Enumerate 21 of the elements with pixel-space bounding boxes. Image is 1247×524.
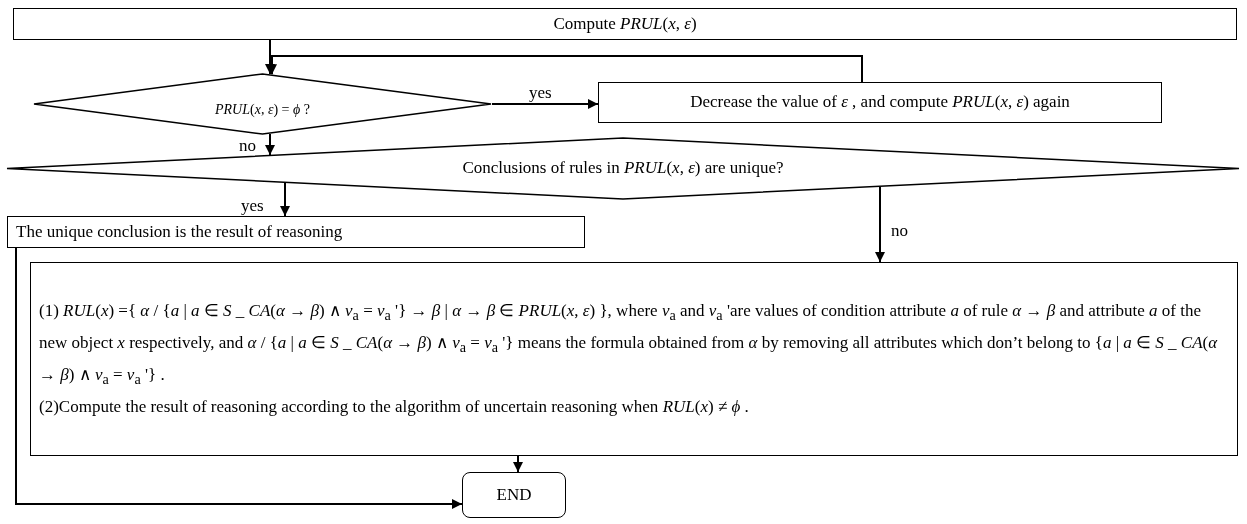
process-box [598,82,1162,123]
arrow [265,133,275,156]
arrow [513,455,523,473]
arrow [15,247,463,509]
process-text: Decrease the value of ε , and compute PRUL(x, ε) again [690,92,1070,113]
terminal-box [462,472,566,518]
process-text: Compute PRUL(x, ε) [553,13,697,35]
decision-diamond [33,73,492,135]
note-text: (1) RUL(x) ={ α / {a | a ∈ S _ CA(α → β) ∧ v$_{a}$ = v$_{a}$ '} → β | α → β ∈ PRUL(x, ε) }, where v$_{a}$ and v$_{a}$ 'are values of condition attribute a of rule α → β and attribute a of the new object x respectively, and α / {a | a ∈ S _ CA(α → β) ∧ v$_{a}$ = v$_{a}$ '} means the formula obtained from α by removing all attributes which don’t belong to {a | a ∈ S _ CA(α → β) ∧ v$_{a}$ = v$_{a}$ '} . [39,299,1219,390]
decision-diamond [6,137,1240,200]
note-text: (2)Compute the result of reasoning according to the algorithm of uncertain reasoning when RUL(x) ≠ ϕ . [39,396,750,419]
arrow [875,185,885,263]
decision-text: PRUL(x, ε) = ϕ ? [215,101,310,119]
decision-text: Conclusions of rules in PRUL(x, ε) are unique? [462,158,784,179]
arrow [491,99,599,109]
terminal-text: END [496,484,532,506]
process-box [30,262,1238,456]
process-text: The unique conclusion is the result of reasoning [16,221,343,243]
process-box [7,216,585,248]
arrow [280,181,290,217]
process-box [13,8,1237,40]
